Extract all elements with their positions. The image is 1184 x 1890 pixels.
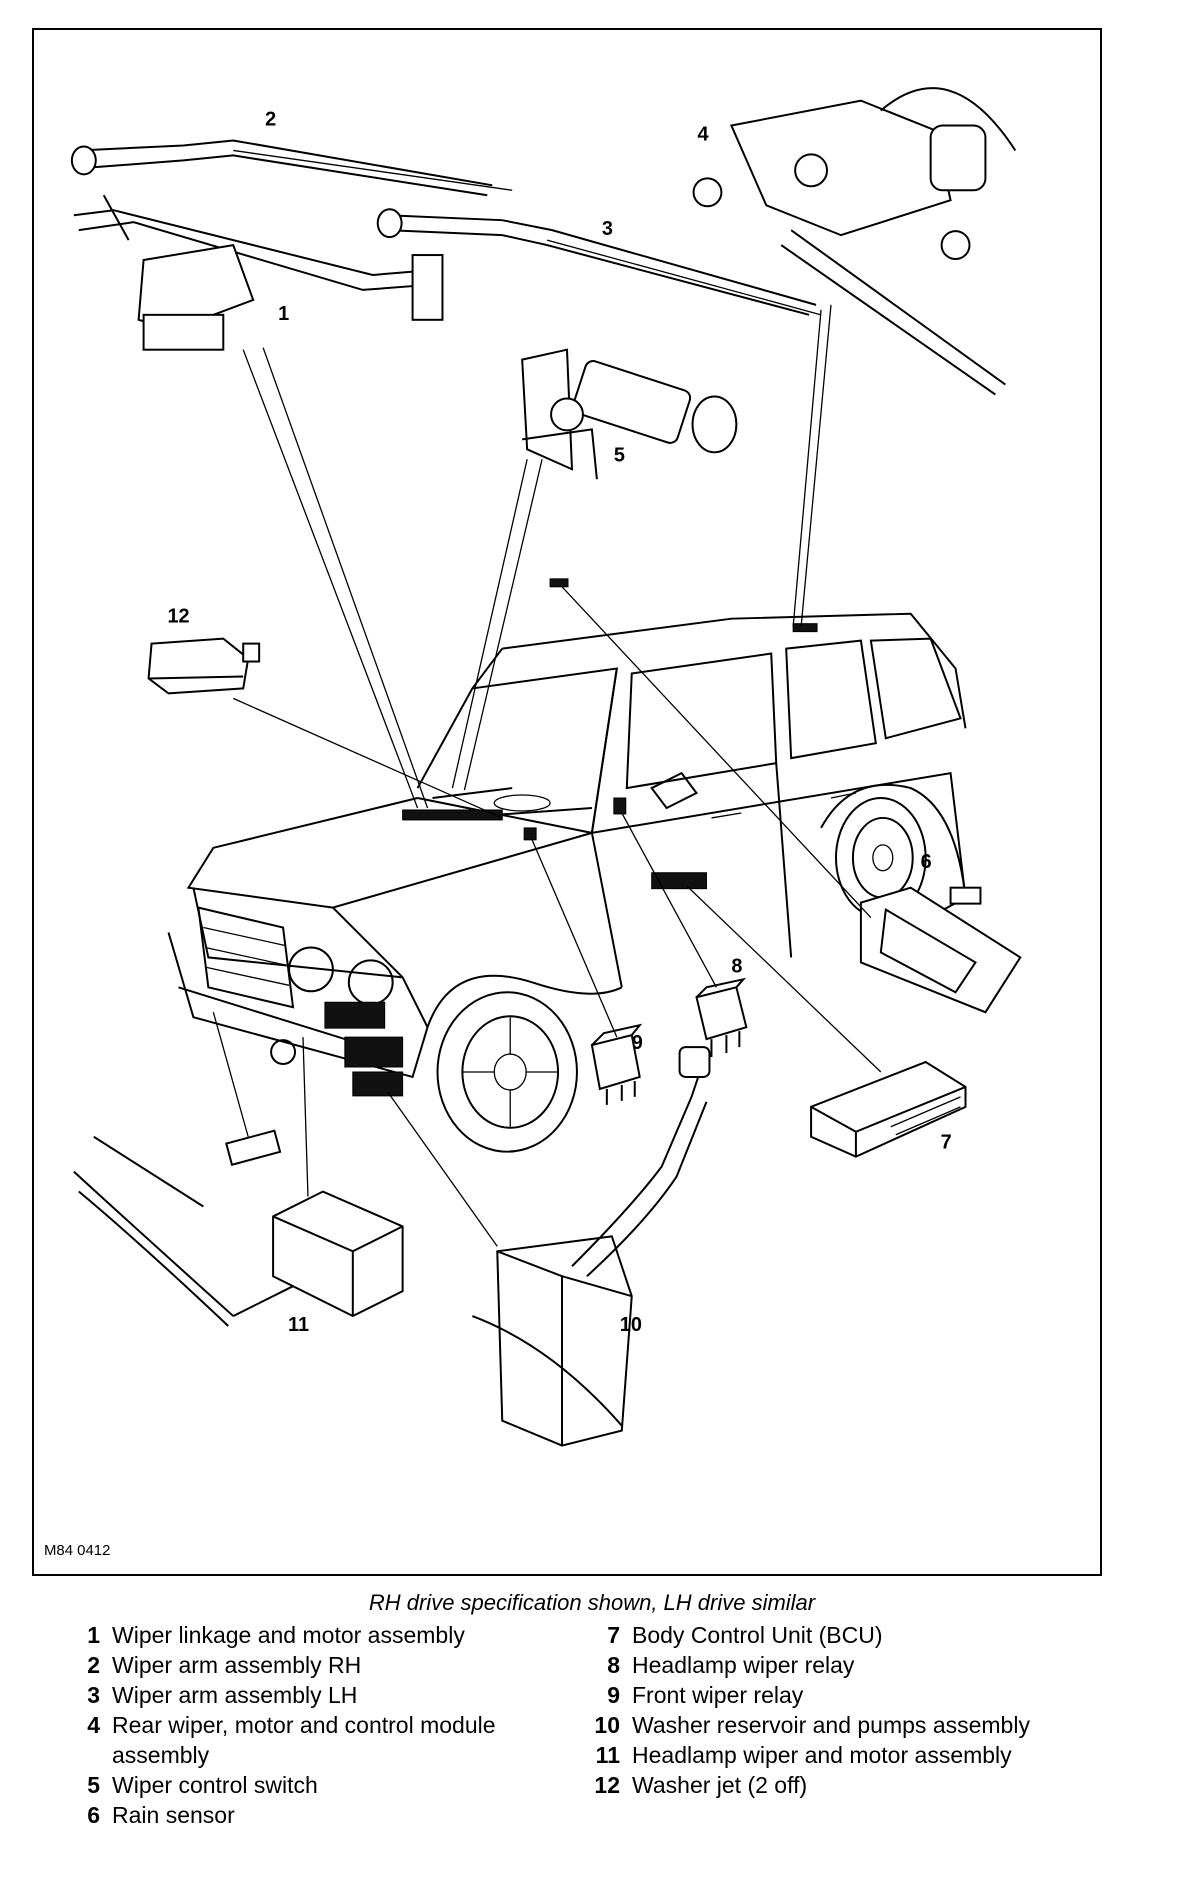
legend-text: Wiper arm assembly RH (112, 1652, 362, 1678)
legend-number: 5 (87, 1772, 100, 1798)
legend-number: 9 (607, 1682, 620, 1708)
legend-left-column: 1 Wiper linkage and motor assembly 2 Wip… (70, 1620, 570, 1830)
figure-caption: RH drive specification shown, LH drive s… (368, 1590, 816, 1615)
legend-text: Front wiper relay (632, 1682, 804, 1708)
callout-3: 3 (602, 218, 613, 240)
wiper-system-diagram: 1 2 3 4 5 6 7 8 9 10 11 12 M84 0412 (44, 87, 1022, 1559)
wiper-arm-rh (70, 139, 513, 197)
legend-number: 4 (87, 1712, 100, 1738)
leader-lines (212, 304, 882, 1247)
callout-10: 10 (620, 1314, 642, 1336)
legend-text: Rain sensor (112, 1802, 235, 1828)
legend-item: 11 Headlamp wiper and motor assembly (590, 1740, 1150, 1770)
rear-wiper-motor (692, 87, 1017, 396)
callout-7: 7 (941, 1132, 952, 1154)
callout-2: 2 (265, 109, 276, 131)
legend-text: Washer jet (2 off) (632, 1772, 808, 1798)
headlamp-wiper-motor (73, 1129, 404, 1327)
legend-item: 10 Washer reservoir and pumps assembly (590, 1710, 1150, 1740)
legend-number: 2 (87, 1652, 100, 1678)
callout-6: 6 (921, 851, 932, 873)
legend-text: Washer reservoir and pumps assembly (632, 1712, 1030, 1738)
legend-number: 10 (594, 1712, 620, 1738)
washer-jet (147, 637, 261, 695)
legend-number: 3 (87, 1682, 100, 1708)
callout-1: 1 (278, 303, 289, 325)
wiper-control-switch (521, 348, 738, 480)
legend-text: Wiper linkage and motor assembly (112, 1622, 465, 1648)
legend-number: 12 (594, 1772, 620, 1798)
legend-item: 8 Headlamp wiper relay (590, 1650, 1150, 1680)
legend-number: 8 (607, 1652, 620, 1678)
legend-number: 1 (87, 1622, 100, 1648)
legend-text: Wiper control switch (112, 1772, 318, 1798)
callout-8: 8 (731, 955, 742, 977)
callout-12: 12 (167, 606, 189, 628)
callout-11: 11 (288, 1314, 309, 1336)
legend-number: 7 (607, 1622, 620, 1648)
legend-text: Wiper arm assembly LH (112, 1682, 358, 1708)
legend-item: 5 Wiper control switch (70, 1770, 570, 1800)
headlamp-wiper-relay (695, 977, 748, 1058)
legend-text: Headlamp wiper relay (632, 1652, 855, 1678)
legend-text: Body Control Unit (BCU) (632, 1622, 883, 1648)
callout-9: 9 (632, 1032, 643, 1054)
legend-item: 4 Rear wiper, motor and control module a… (70, 1710, 570, 1770)
legend-number: 11 (595, 1742, 620, 1768)
callout-4: 4 (698, 123, 709, 145)
diagram-frame: 1 2 3 4 5 6 7 8 9 10 11 12 M84 0412 (32, 28, 1102, 1576)
wiper-arm-lh (376, 208, 822, 316)
wiper-linkage-motor (73, 194, 444, 351)
legend-item: 7 Body Control Unit (BCU) (590, 1620, 1150, 1650)
rain-sensor (859, 886, 1022, 1014)
legend-item: 3 Wiper arm assembly LH (70, 1680, 570, 1710)
legend-item: 1 Wiper linkage and motor assembly (70, 1620, 570, 1650)
legend-text: Rear wiper, motor and control module ass… (112, 1712, 496, 1768)
washer-reservoir (472, 1046, 711, 1447)
body-control-unit (810, 1060, 967, 1158)
callout-5: 5 (614, 444, 625, 466)
figure-id: M84 0412 (44, 1542, 110, 1559)
vehicle-illustration (167, 578, 967, 1153)
legend-item: 2 Wiper arm assembly RH (70, 1650, 570, 1680)
legend-item: 12 Washer jet (2 off) (590, 1770, 1150, 1800)
legend-right-column: 7 Body Control Unit (BCU) 8 Headlamp wip… (590, 1620, 1150, 1800)
legend-number: 6 (87, 1802, 100, 1828)
legend-text: Headlamp wiper and motor assembly (632, 1742, 1012, 1768)
legend-item: 6 Rain sensor (70, 1800, 570, 1830)
front-wiper-relay (590, 1023, 643, 1105)
legend-item: 9 Front wiper relay (590, 1680, 1150, 1710)
